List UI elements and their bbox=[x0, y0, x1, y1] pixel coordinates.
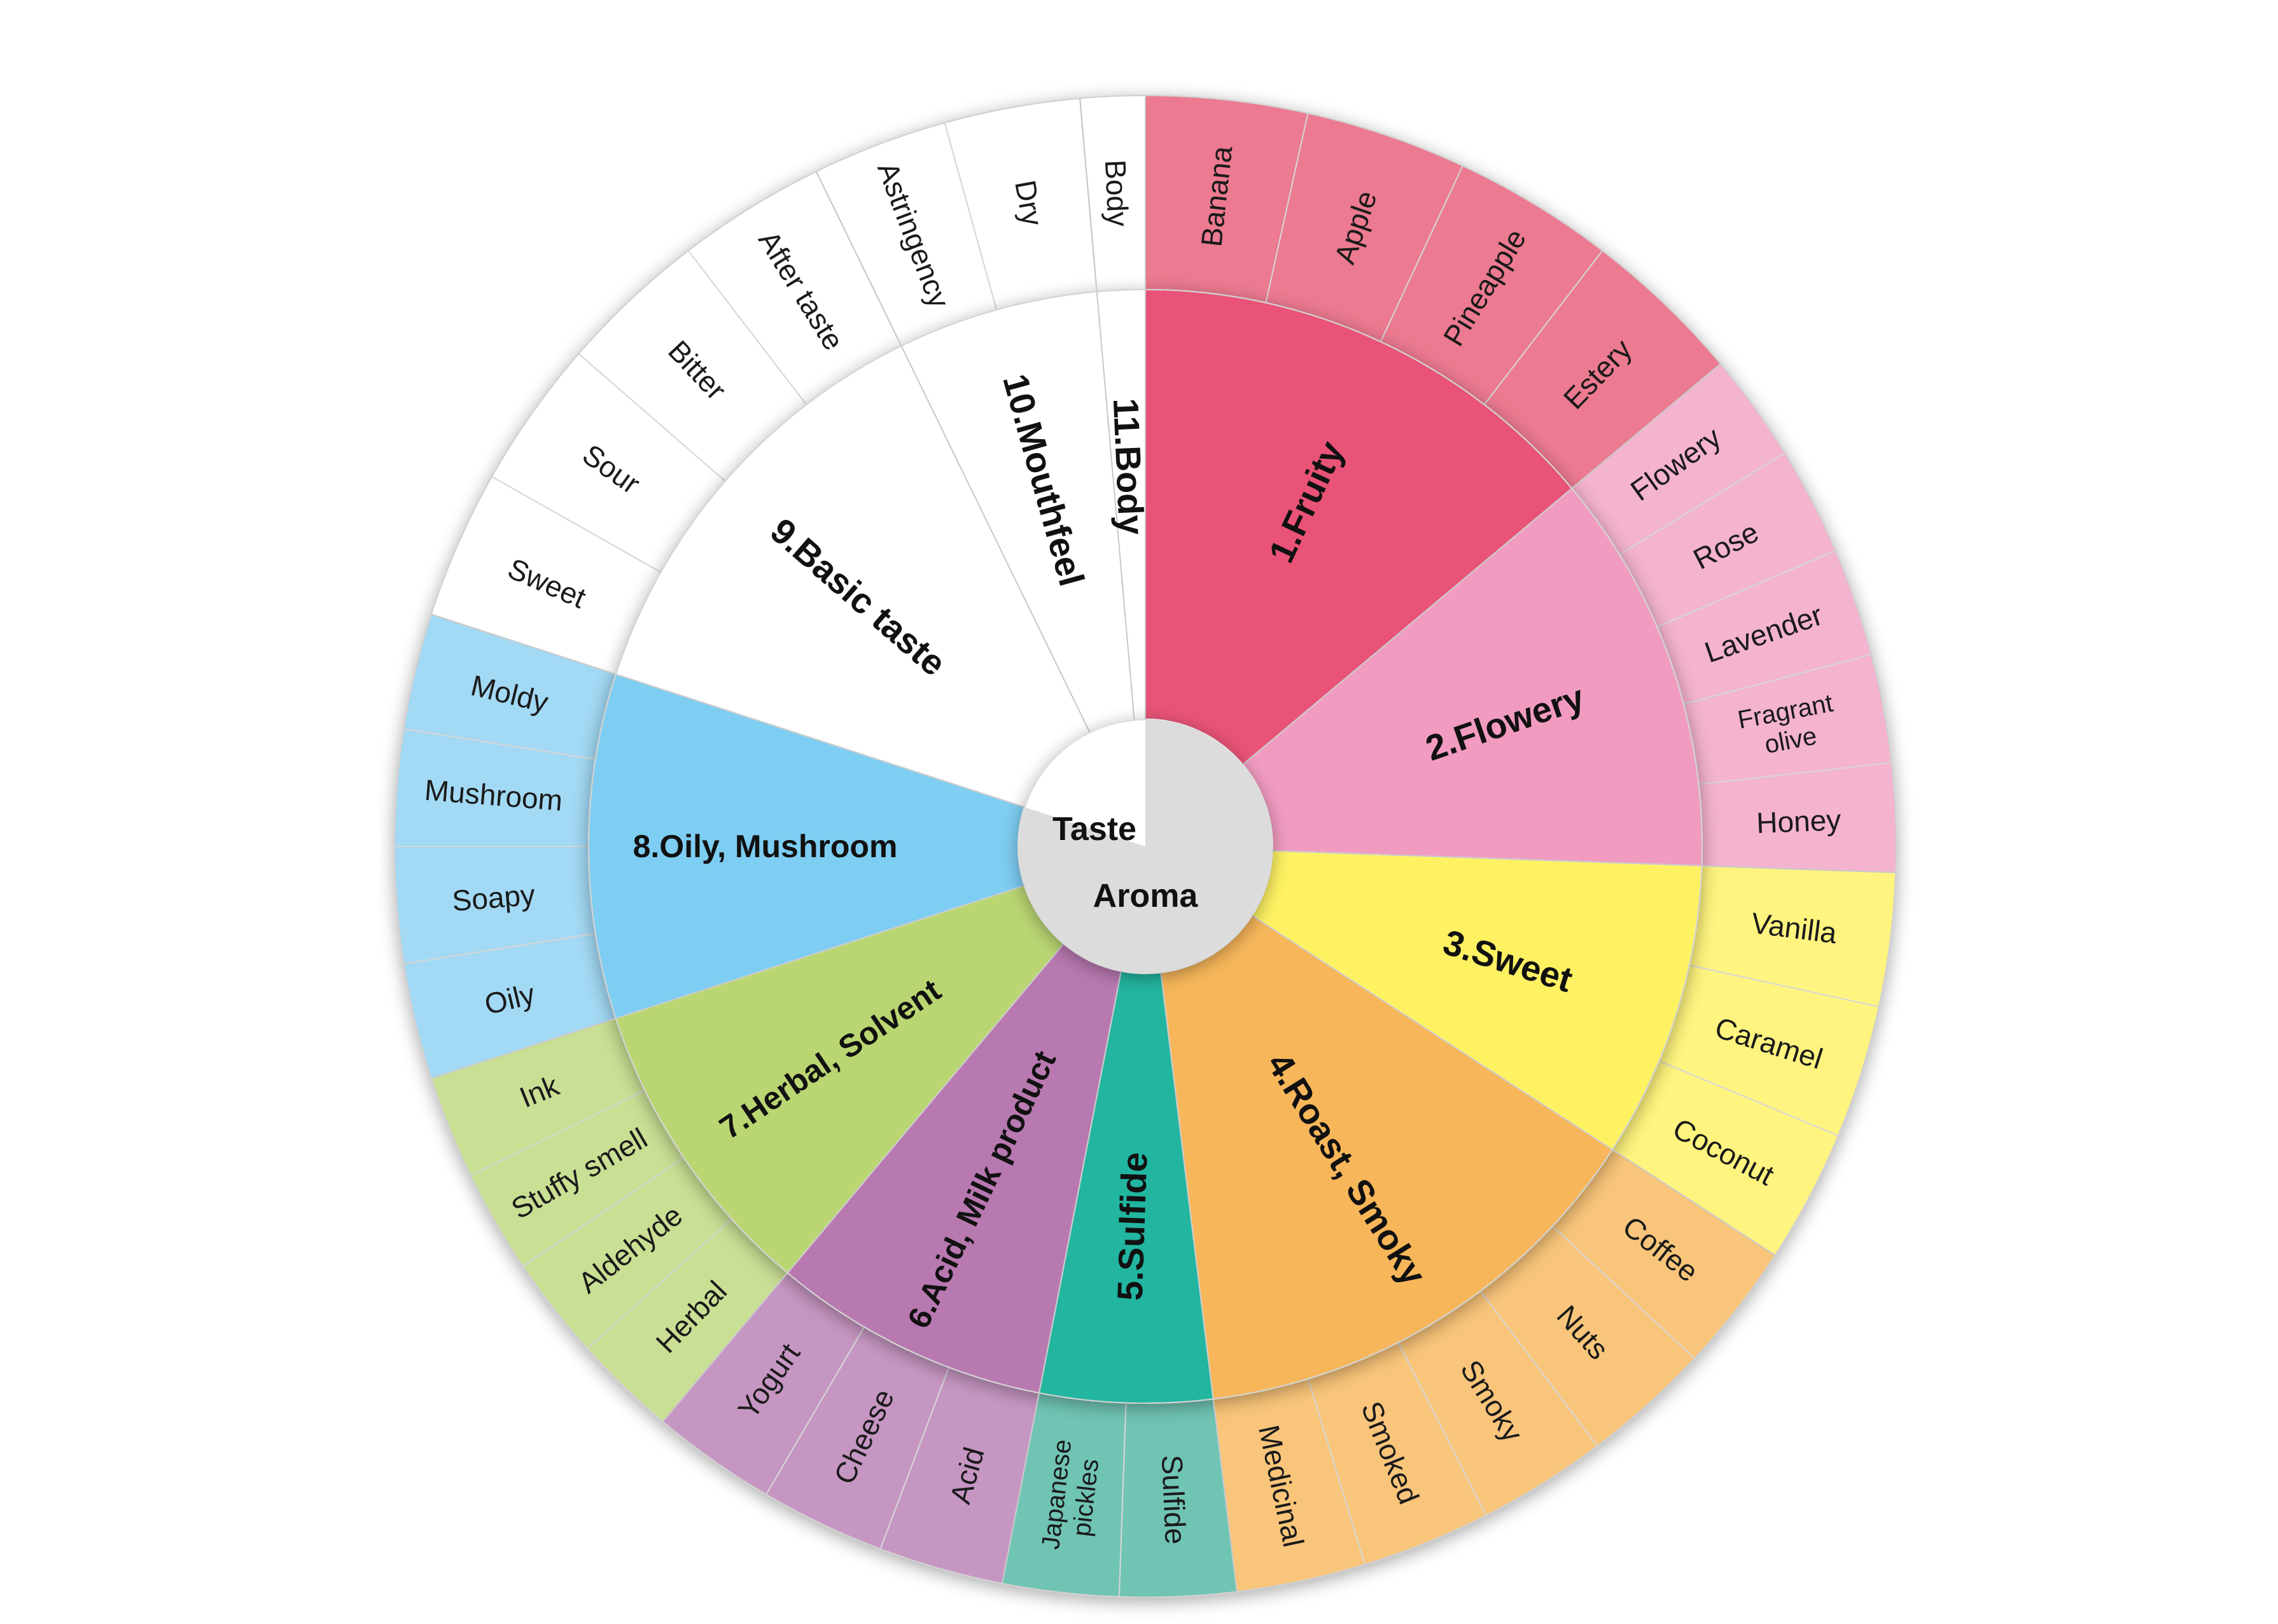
divider-line bbox=[1079, 98, 1135, 720]
divider-line bbox=[815, 171, 1091, 732]
sub-label-sulfide: Sulfide bbox=[1156, 1454, 1192, 1545]
sub-label-body-text: Body bbox=[1099, 159, 1135, 227]
divider-line bbox=[431, 885, 1025, 1079]
divider-line bbox=[1252, 915, 1776, 1256]
divider-lines bbox=[394, 95, 1897, 1598]
category-label-5-sulfide: 5.Sulfide bbox=[1110, 1151, 1155, 1301]
center-taste-label: Taste bbox=[1052, 811, 1136, 848]
center-disc bbox=[1018, 719, 1273, 974]
sub-label-body: Body bbox=[1099, 159, 1135, 227]
divider-line bbox=[662, 943, 1065, 1422]
center-aroma-label: Aroma bbox=[1093, 878, 1199, 914]
inner-border bbox=[588, 289, 1703, 1404]
divider-line bbox=[1272, 850, 1896, 874]
sub-label-dry: Dry bbox=[1009, 178, 1049, 228]
category-label-11-body-text: 11.Body bbox=[1106, 397, 1152, 535]
sub-label-soapy: Soapy bbox=[451, 878, 536, 918]
taste-notch bbox=[1025, 720, 1145, 846]
category-label-11-body: 11.Body bbox=[1106, 397, 1152, 535]
divider-line bbox=[1160, 972, 1238, 1592]
sub-label-dry-text: Dry bbox=[1009, 178, 1049, 228]
outer-border bbox=[394, 95, 1897, 1598]
divider-line bbox=[431, 613, 1025, 808]
sub-label-honey: Honey bbox=[1756, 803, 1841, 839]
sub-label-honey-text: Honey bbox=[1756, 803, 1841, 839]
category-label-8-oily-mushroom: 8.Oily, Mushroom bbox=[633, 829, 898, 864]
divider-line bbox=[1242, 363, 1721, 766]
sub-label-soapy-text: Soapy bbox=[451, 878, 536, 918]
outer-ring bbox=[393, 94, 1897, 1598]
divider-line bbox=[1001, 971, 1122, 1584]
category-label-8-oily-mushroom-text: 8.Oily, Mushroom bbox=[633, 829, 898, 864]
category-label-5-sulfide-text: 5.Sulfide bbox=[1110, 1151, 1155, 1301]
sub-label-sulfide-text: Sulfide bbox=[1156, 1454, 1192, 1545]
